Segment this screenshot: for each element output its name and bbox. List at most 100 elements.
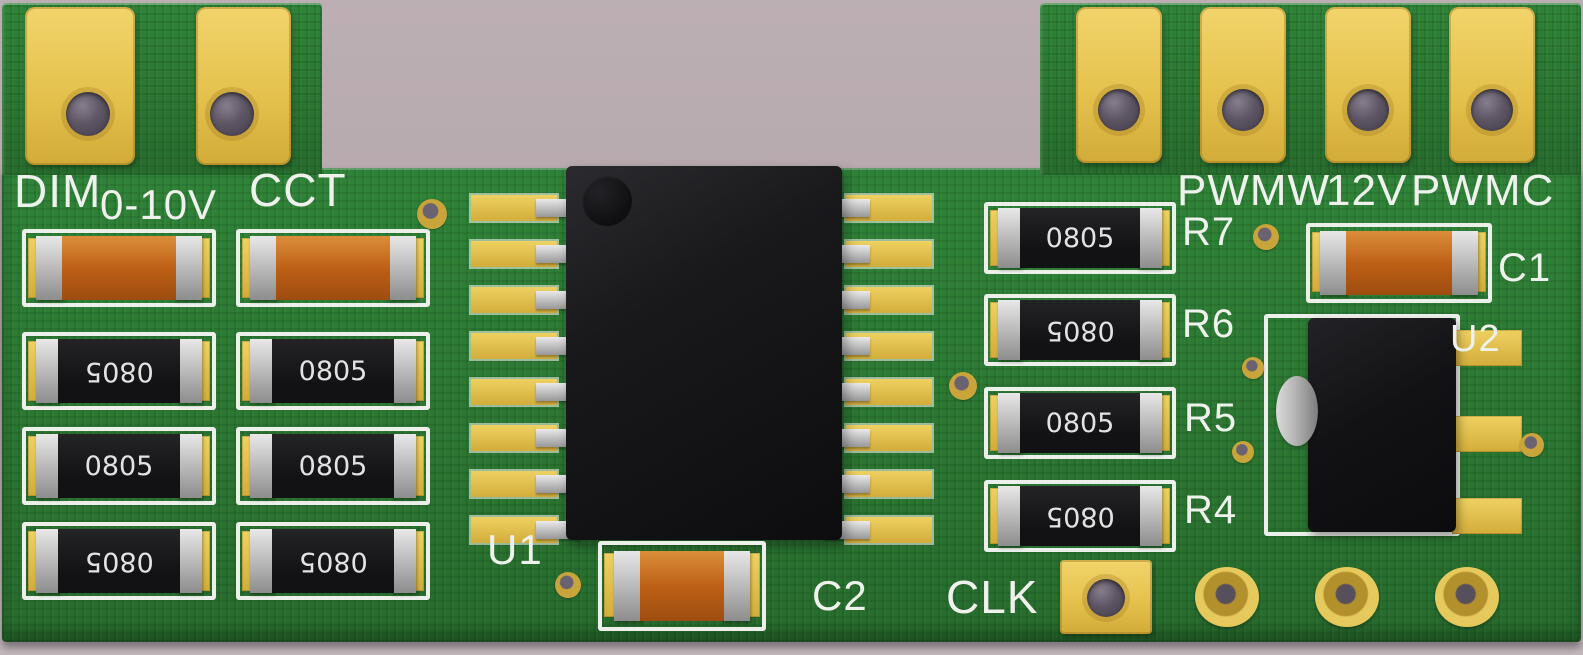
terminal [250,339,274,403]
terminal [174,236,202,300]
drill-hole [1222,89,1264,131]
capacitor-cell [236,229,430,307]
drill-hole [210,92,254,136]
label-pwmc: PWMC [1411,166,1555,215]
terminal [614,551,642,621]
label-r6: R6 [1182,302,1236,346]
resistor-r7: 0805 [998,208,1162,268]
resistor: 0805 [36,529,202,593]
terminal [36,339,60,403]
terminal [388,236,416,300]
terminal [178,339,202,403]
terminal [998,393,1022,453]
via [417,199,447,229]
via [1232,441,1254,463]
terminal [998,300,1022,360]
resistor: 0805 [250,529,416,593]
smd-marking: 0805 [84,450,154,482]
terminal [36,434,60,498]
label-u2: U2 [1450,318,1501,360]
ic-u2-body [1308,318,1456,532]
drill-hole [1471,89,1513,131]
smd-pad [1452,416,1522,452]
terminal [250,529,274,593]
resistor-cell: 0805 [22,332,216,410]
resistor: 0805 [36,339,202,403]
smd-pad [1452,330,1522,366]
label-r7: R7 [1182,210,1236,254]
capacitor-cell [22,229,216,307]
smd-pad [1452,498,1522,534]
label-0-10v: 0-10V [100,181,218,228]
th-pad-right-4 [1449,7,1535,163]
terminal [1138,393,1162,453]
resistor: 0805 [250,339,416,403]
terminal [1138,208,1162,268]
terminal [1320,231,1348,295]
resistor-cell-r7: 0805 [984,202,1176,274]
resistor-cell-r5: 0805 [984,387,1176,459]
smd-marking: 0805 [1045,222,1115,254]
resistor-r5: 0805 [998,393,1162,453]
capacitor [250,236,416,300]
terminal [36,529,60,593]
th-pad-right-2 [1200,7,1286,163]
terminal [1138,486,1162,546]
terminal [250,434,274,498]
resistor-cell: 0805 [236,427,430,505]
round-pad-2 [1315,567,1379,627]
resistor-cell: 0805 [236,522,430,600]
terminal [392,529,416,593]
via [949,372,977,400]
drill-hole [66,92,110,136]
smd-marking: 0805 [1045,500,1115,532]
smd-marking: 0805 [298,355,368,387]
via [1520,433,1544,457]
label-dim: DIM [14,165,102,217]
resistor-cell: 0805 [236,332,430,410]
label-r4: R4 [1184,488,1238,532]
terminal [392,339,416,403]
u2-cylinder [1276,376,1318,446]
capacitor [36,236,202,300]
capacitor-body [1346,231,1452,295]
resistor: 0805 [36,434,202,498]
smd-marking: 0805 [1045,407,1115,439]
drill-hole [1347,89,1389,131]
terminal [392,434,416,498]
terminal [1138,300,1162,360]
th-pad-left-1 [25,7,135,165]
terminal [1450,231,1478,295]
label-u1: U1 [487,526,543,573]
smd-marking: 0805 [298,545,368,577]
th-pad-left-2 [196,7,291,165]
resistor-r6: 0805 [998,300,1162,360]
label-c1: C1 [1498,246,1552,290]
resistor-cell: 0805 [22,522,216,600]
label-pwmw: PWMW [1177,166,1331,215]
terminal [36,236,64,300]
capacitor-c2 [614,551,750,621]
via [1253,224,1279,250]
terminal [178,434,202,498]
capacitor-c1 [1320,231,1478,295]
capacitor-c1-cell [1306,223,1492,303]
resistor: 0805 [250,434,416,498]
resistor-cell: 0805 [22,427,216,505]
label-clk: CLK [946,571,1039,623]
round-pad-1 [1195,567,1259,627]
label-cct: CCT [249,164,347,216]
capacitor-body [276,236,390,300]
smd-marking: 0805 [84,545,154,577]
ic-u1-body [566,166,842,540]
clk-pad [1060,560,1152,634]
label-c2: C2 [812,572,868,619]
capacitor-body [62,236,176,300]
drill-hole [1087,579,1125,617]
terminal [722,551,750,621]
round-pad-3 [1435,567,1499,627]
via [1242,357,1264,379]
smd-marking: 0805 [1045,314,1115,346]
terminal [998,486,1022,546]
